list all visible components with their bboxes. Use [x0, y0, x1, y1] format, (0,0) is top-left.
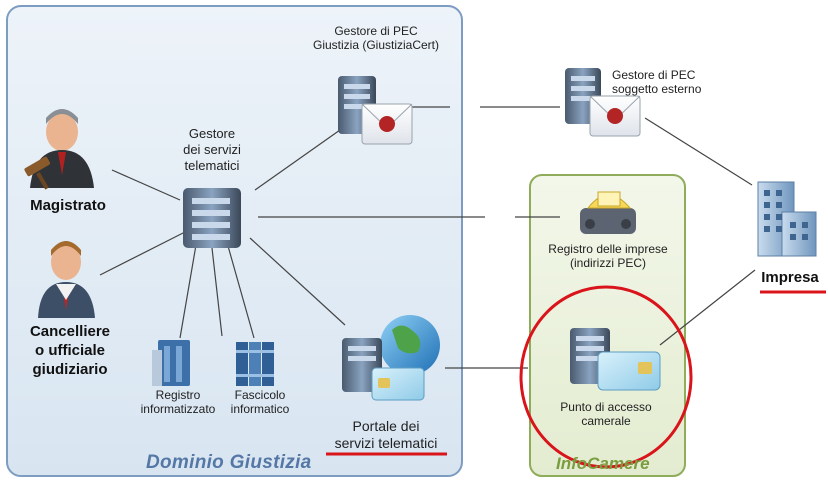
- link-gestore-portale: [249, 237, 346, 326]
- link-gestore-registro: [179, 244, 197, 339]
- highlight-circle: [519, 285, 693, 469]
- connection-lines: [99, 106, 756, 369]
- registro-imprese-label: Registro delle imprese (indirizzi PEC): [548, 242, 668, 270]
- registro-informatizzato-label: Registro informatizzato: [140, 388, 216, 416]
- pec-giustizia-label: Gestore di PEC Giustizia (GiustiziaCert): [312, 24, 440, 52]
- registro-informatizzato-icon: [152, 340, 190, 386]
- punto-accesso-icon: [570, 328, 661, 391]
- pec-giustizia-icon: [338, 76, 413, 145]
- magistrato-icon: [24, 109, 94, 190]
- registro-imprese-icon: [580, 191, 636, 234]
- link-pec-esterno-impresa: [644, 117, 753, 186]
- cancelliere-icon: [38, 241, 95, 318]
- portale-label: Portale dei servizi telematici: [334, 418, 438, 451]
- magistrato-label: Magistrato: [30, 197, 106, 214]
- infocamere-title: InfoCamere: [556, 454, 650, 473]
- portale-icon: [342, 315, 440, 401]
- link-gestore-fascicolo-2: [227, 245, 255, 339]
- link-gestore-pec: [254, 129, 341, 191]
- pec-esterno-label: Gestore di PEC soggetto esterno: [612, 68, 702, 96]
- fascicolo-label: Fascicolo informatico: [230, 388, 290, 416]
- gestore-label: Gestore dei servizi telematici: [183, 126, 241, 173]
- dominio-giustizia-title: Dominio Giustizia: [146, 452, 312, 473]
- gestore-server-icon: [183, 188, 241, 248]
- link-cancelliere-gestore: [99, 231, 186, 276]
- punto-accesso-label: Punto di accesso camerale: [560, 400, 652, 428]
- fascicolo-informatico-icon: [236, 342, 274, 386]
- link-punto-impresa: [659, 269, 756, 346]
- link-gestore-fascicolo: [211, 247, 223, 337]
- impresa-building-icon: [757, 181, 817, 257]
- pec-esterno-icon: [565, 68, 641, 137]
- impresa-label: Impresa: [761, 269, 819, 286]
- cancelliere-label: Cancelliere o ufficiale giudiziario: [29, 323, 111, 378]
- link-magistrato-gestore: [111, 169, 181, 201]
